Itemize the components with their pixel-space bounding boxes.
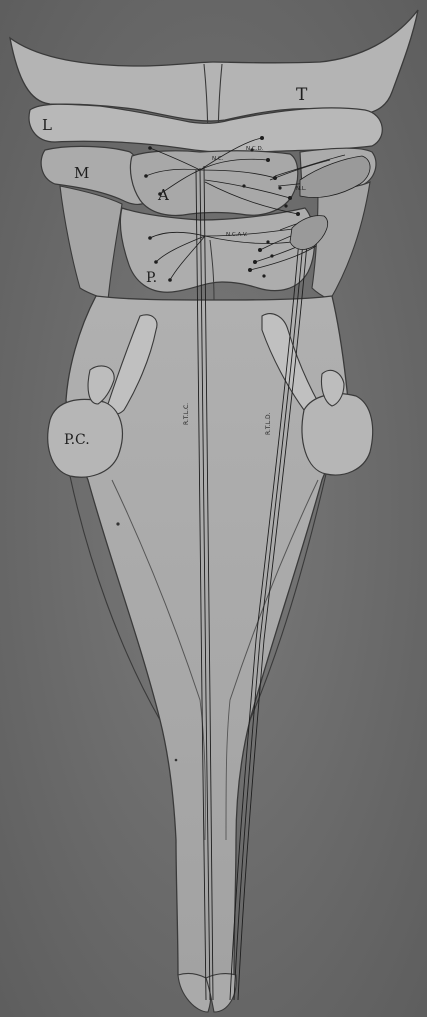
knob-PC-right [302,394,373,475]
label-PC: P.C. [64,432,90,448]
label-nucleus-mid: N.C. [212,156,224,162]
label-nucleus-top: N.C.D. [246,146,264,152]
label-tract-right: R.T.L.D. [265,412,272,435]
label-L: L [42,116,52,134]
label-M: M [74,164,89,182]
speck [175,759,178,762]
label-T: T [296,85,308,105]
label-tract-left: R.T.L.C. [183,403,190,425]
label-P: P. [146,270,157,286]
label-nucleus-lower: N.C.A.V. [226,232,248,238]
label-A: A [157,186,169,204]
speck [116,522,119,525]
label-nucleus-side: N.L. [296,186,307,192]
